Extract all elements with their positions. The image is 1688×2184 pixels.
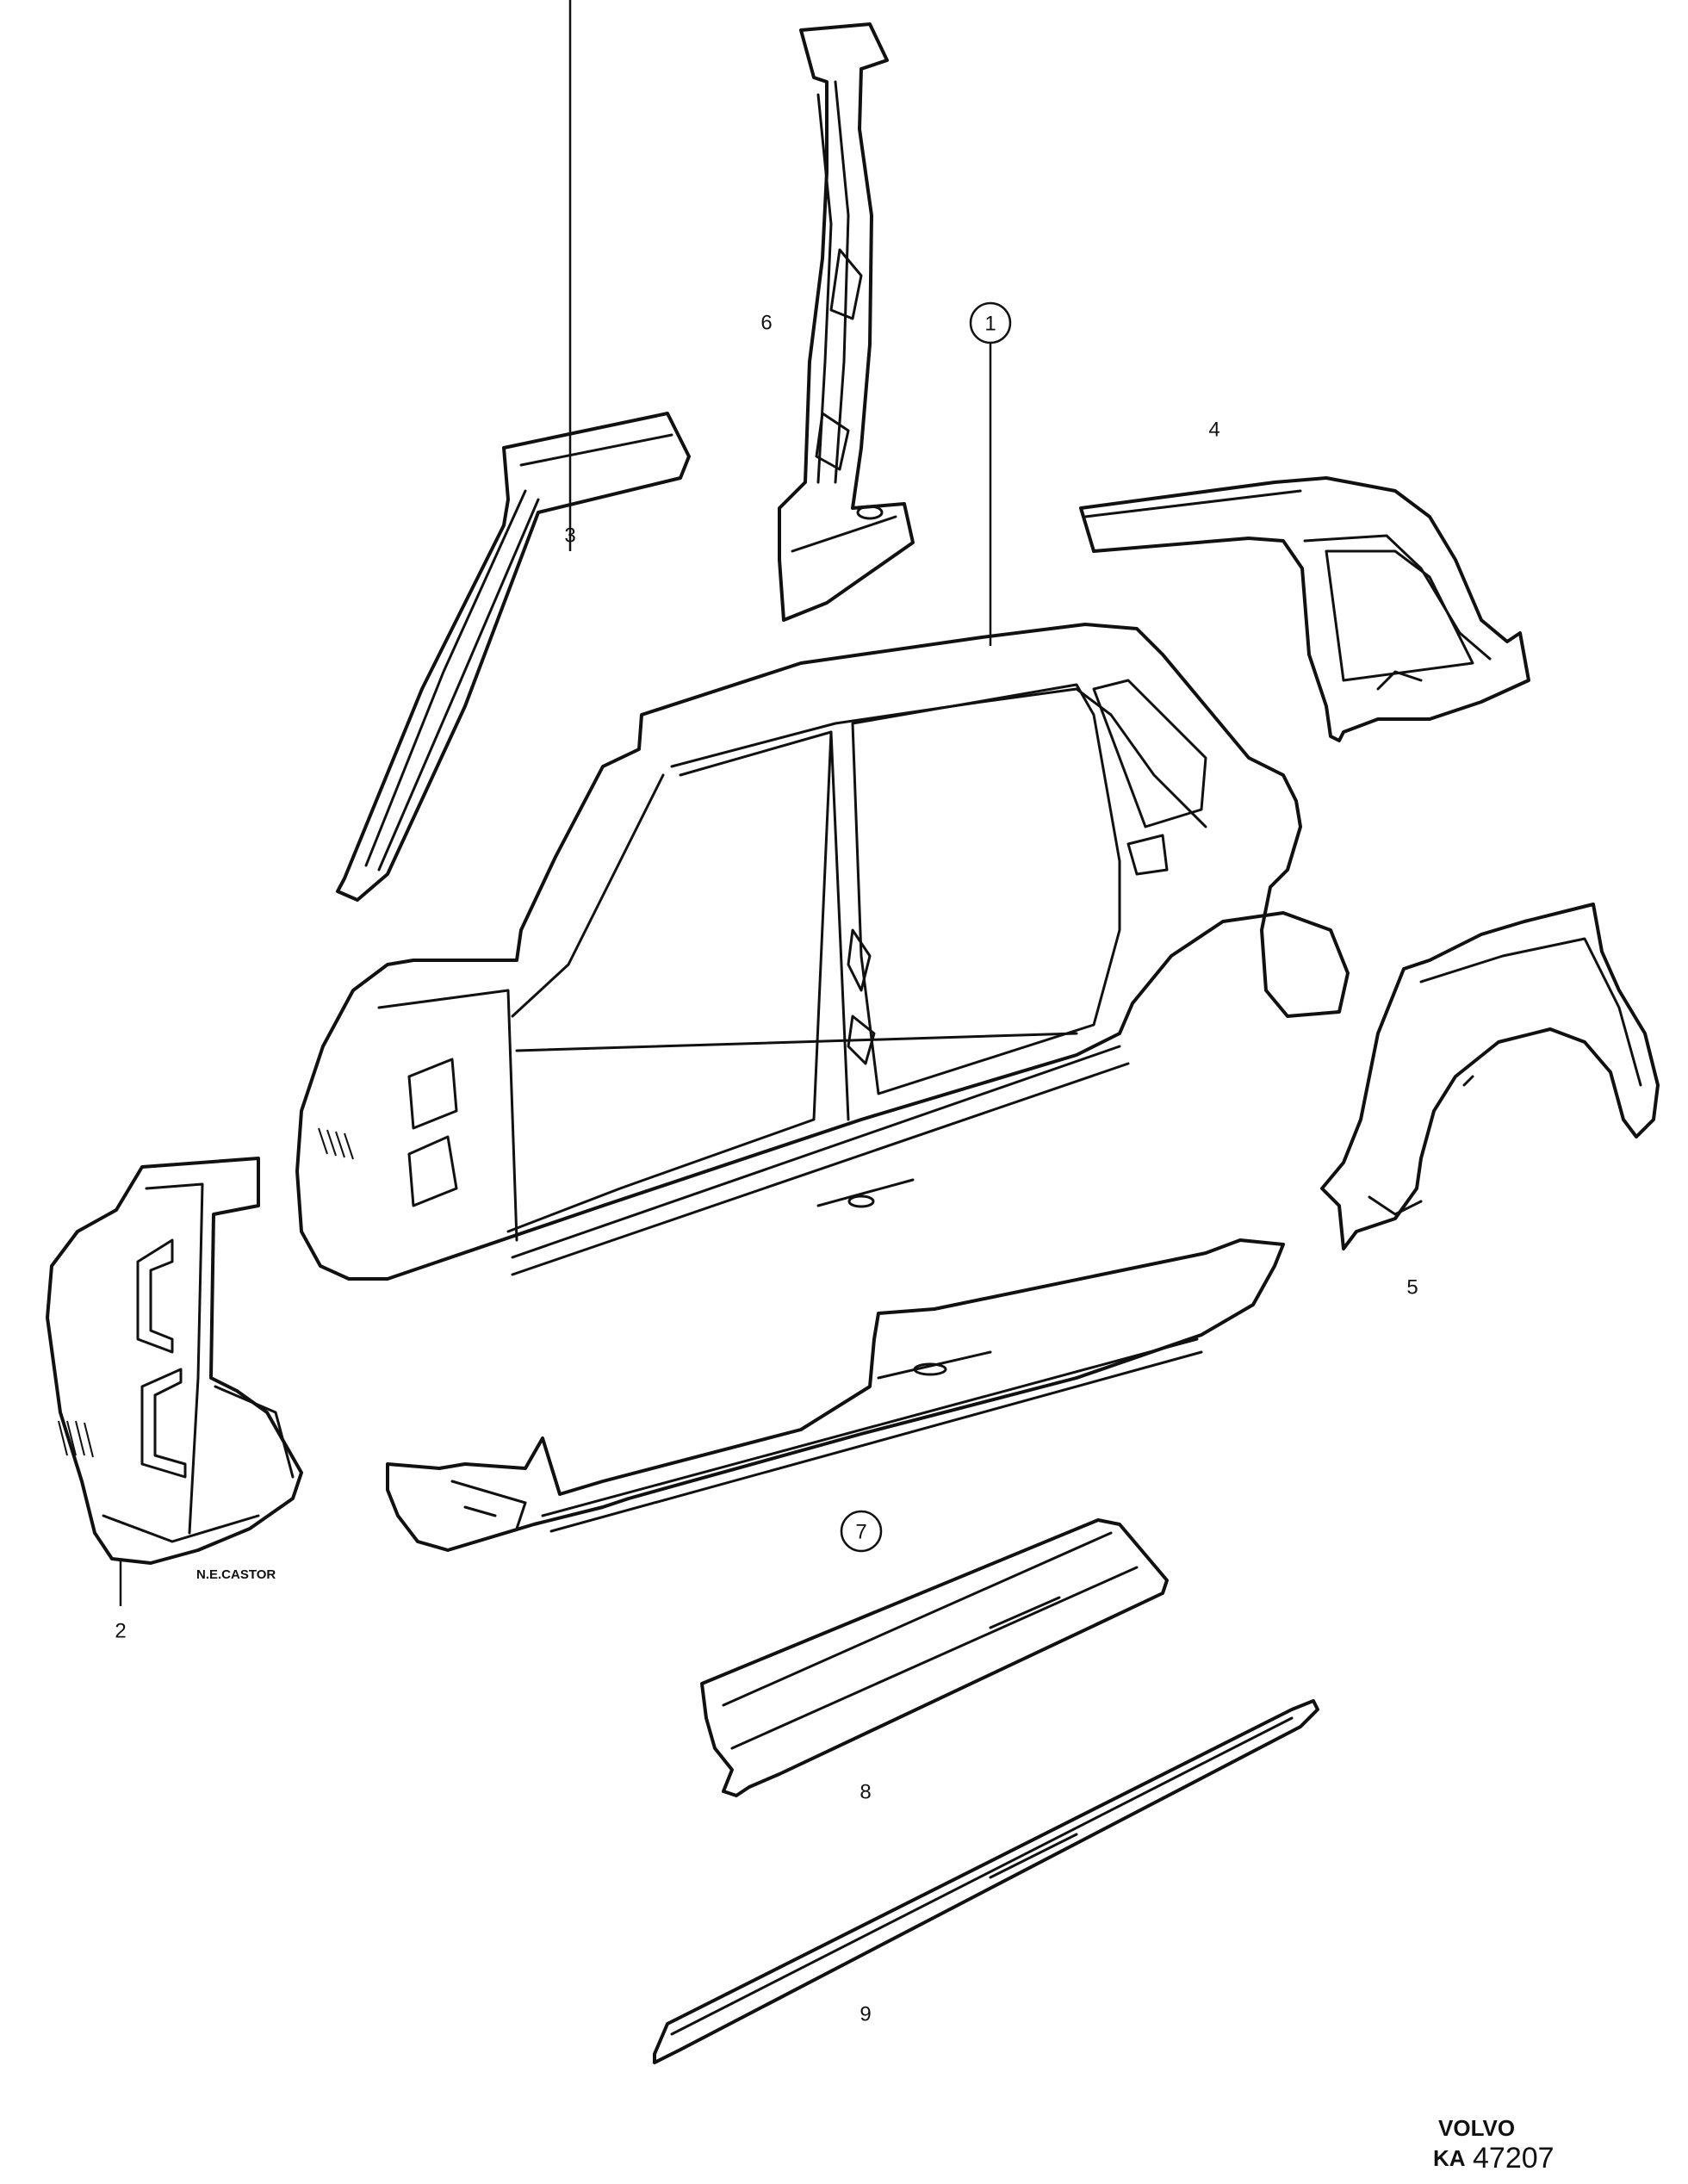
part-6-b-pillar <box>778 22 915 622</box>
callout-3: 3 <box>564 524 575 547</box>
part-7-inner-sill <box>386 1238 1285 1552</box>
callout-1-label: 1 <box>984 312 996 335</box>
callout-7-label: 7 <box>855 1520 866 1543</box>
hatching-2 <box>58 1420 94 1458</box>
part-3-a-pillar <box>336 412 691 902</box>
leader-lines <box>119 0 992 1606</box>
catalog-prefix: KA <box>1433 2145 1466 2171</box>
part-5-rear-wheel-arch <box>1320 903 1660 1250</box>
callout-2: 2 <box>115 1619 126 1642</box>
part-9-sill-trim <box>653 1699 1319 2064</box>
catalog-number: 47207 <box>1473 2142 1555 2175</box>
brand-label: VOLVO <box>1438 2115 1515 2141</box>
callout-9: 9 <box>860 2002 871 2026</box>
callout-7: 7 <box>840 1510 883 1553</box>
callout-8: 8 <box>860 1780 871 1803</box>
callout-2-label: 2 <box>115 1619 126 1642</box>
callout-5: 5 <box>1406 1275 1418 1299</box>
hatching-1 <box>318 1127 354 1160</box>
part-1-side-frame <box>295 623 1350 1281</box>
part-8-sill-channel <box>700 1518 1169 1797</box>
callout-6: 6 <box>760 311 772 334</box>
callout-9-label: 9 <box>860 2002 871 2026</box>
part-2-front-lower-panel <box>46 1157 303 1565</box>
callout-1: 1 <box>969 301 1012 344</box>
callout-3-label: 3 <box>564 524 575 547</box>
callout-6-label: 6 <box>760 311 772 334</box>
callout-5-label: 5 <box>1406 1275 1418 1299</box>
callout-4: 4 <box>1208 418 1219 441</box>
part-4-rear-roof-rail <box>1079 476 1530 742</box>
artist-credit: N.E.CASTOR <box>196 1567 276 1582</box>
callout-8-label: 8 <box>860 1780 871 1803</box>
callout-4-label: 4 <box>1208 418 1219 441</box>
